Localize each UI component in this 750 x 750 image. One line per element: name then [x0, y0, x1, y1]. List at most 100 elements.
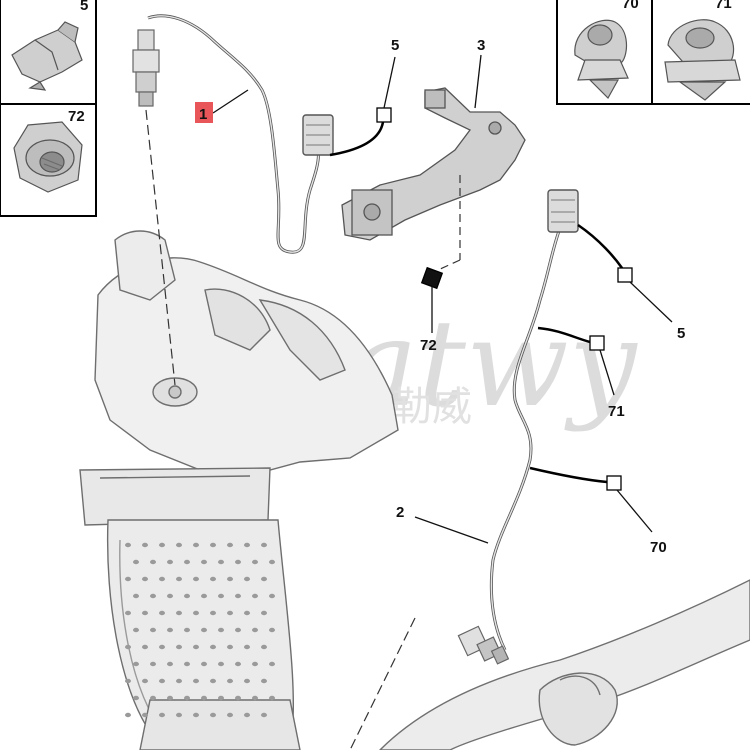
perforation-hole — [142, 610, 148, 616]
clip-71-illustration — [664, 19, 741, 101]
install-line-2 — [349, 617, 416, 750]
perforation-hole — [210, 678, 216, 684]
perforation-hole — [176, 712, 182, 718]
clip-marker-70 — [606, 475, 622, 491]
perforation-hole — [167, 661, 173, 667]
perforation-hole — [125, 542, 131, 548]
perforation-hole — [269, 627, 275, 633]
perforation-hole — [218, 661, 224, 667]
perforation-hole — [142, 712, 148, 718]
oxygen-sensor-downstream — [457, 189, 579, 665]
perforation-hole — [150, 661, 156, 667]
perforation-hole — [244, 610, 250, 616]
perforation-hole — [184, 661, 190, 667]
perforation-hole — [159, 610, 165, 616]
perforation-hole — [125, 712, 131, 718]
perforation-hole — [252, 695, 258, 701]
perforation-hole — [125, 610, 131, 616]
perforation-hole — [261, 610, 267, 616]
perforation-hole — [252, 559, 258, 565]
perforation-hole — [167, 593, 173, 599]
perforation-hole — [184, 593, 190, 599]
perforation-hole — [159, 678, 165, 684]
perforation-hole — [142, 542, 148, 548]
perforation-hole — [252, 661, 258, 667]
perforation-hole — [125, 576, 131, 582]
perforation-hole — [176, 610, 182, 616]
clip-70-illustration — [574, 19, 629, 99]
perforation-hole — [142, 644, 148, 650]
perforation-hole — [244, 712, 250, 718]
callout-71: 71 — [608, 403, 625, 420]
perforation-hole — [201, 661, 207, 667]
perforation-hole — [193, 678, 199, 684]
perforation-hole — [269, 593, 275, 599]
perforation-hole — [210, 542, 216, 548]
leader-lines — [212, 54, 673, 544]
perforation-hole — [201, 559, 207, 565]
perforation-hole — [235, 559, 241, 565]
perforation-hole — [193, 644, 199, 650]
perforation-hole — [184, 559, 190, 565]
perforation-hole — [159, 712, 165, 718]
exhaust-pipe — [379, 579, 750, 750]
perforation-hole — [150, 593, 156, 599]
perforation-hole — [133, 695, 139, 701]
perforation-hole — [201, 695, 207, 701]
perforation-hole — [201, 593, 207, 599]
perforation-hole — [235, 661, 241, 667]
clip-marker-5-right — [617, 267, 633, 283]
perforation-hole — [261, 678, 267, 684]
install-line-1 — [145, 109, 176, 386]
callout-2: 2 — [396, 504, 404, 521]
perforation-hole — [167, 627, 173, 633]
perforation-hole — [184, 627, 190, 633]
perforation-hole — [252, 593, 258, 599]
perforation-hole — [261, 644, 267, 650]
perforation-hole — [269, 661, 275, 667]
perforation-hole — [167, 559, 173, 565]
inset-label-70: 70 — [622, 0, 639, 12]
perforation-hole — [133, 593, 139, 599]
perforation-hole — [142, 678, 148, 684]
perforation-hole — [201, 627, 207, 633]
perforation-hole — [150, 559, 156, 565]
callout-70: 70 — [650, 539, 667, 556]
inset-panel-left: 5 72 — [0, 0, 97, 217]
callout-5-right: 5 — [677, 325, 685, 342]
perforation-hole — [227, 678, 233, 684]
perforation-hole — [227, 576, 233, 582]
perforation-hole — [133, 559, 139, 565]
perforation-hole — [235, 593, 241, 599]
perforation-hole — [218, 627, 224, 633]
perforation-hole — [218, 593, 224, 599]
perforation-hole — [193, 712, 199, 718]
perforation-hole — [261, 712, 267, 718]
catalytic-converter — [79, 230, 399, 750]
perforation-hole — [133, 661, 139, 667]
perforation-hole — [269, 559, 275, 565]
perforation-hole — [159, 542, 165, 548]
inset-label-71: 71 — [715, 0, 732, 12]
perforation-hole — [142, 576, 148, 582]
perforation-hole — [244, 644, 250, 650]
perforation-hole — [176, 576, 182, 582]
perforation-hole — [210, 576, 216, 582]
oxygen-sensor-upstream — [132, 14, 334, 254]
clip-marker-5-top — [376, 107, 392, 123]
callout-1-highlight — [195, 102, 213, 123]
perforation-hole — [210, 712, 216, 718]
perforation-hole — [235, 627, 241, 633]
perforation-hole — [133, 627, 139, 633]
perforation-hole — [227, 644, 233, 650]
perforation-hole — [261, 542, 267, 548]
inset-label-72: 72 — [68, 108, 85, 125]
perforation-hole — [184, 695, 190, 701]
perforation-hole — [244, 576, 250, 582]
nut-72-illustration — [13, 121, 83, 193]
perforation-hole — [210, 644, 216, 650]
perforation-hole — [244, 542, 250, 548]
perforation-hole — [167, 695, 173, 701]
